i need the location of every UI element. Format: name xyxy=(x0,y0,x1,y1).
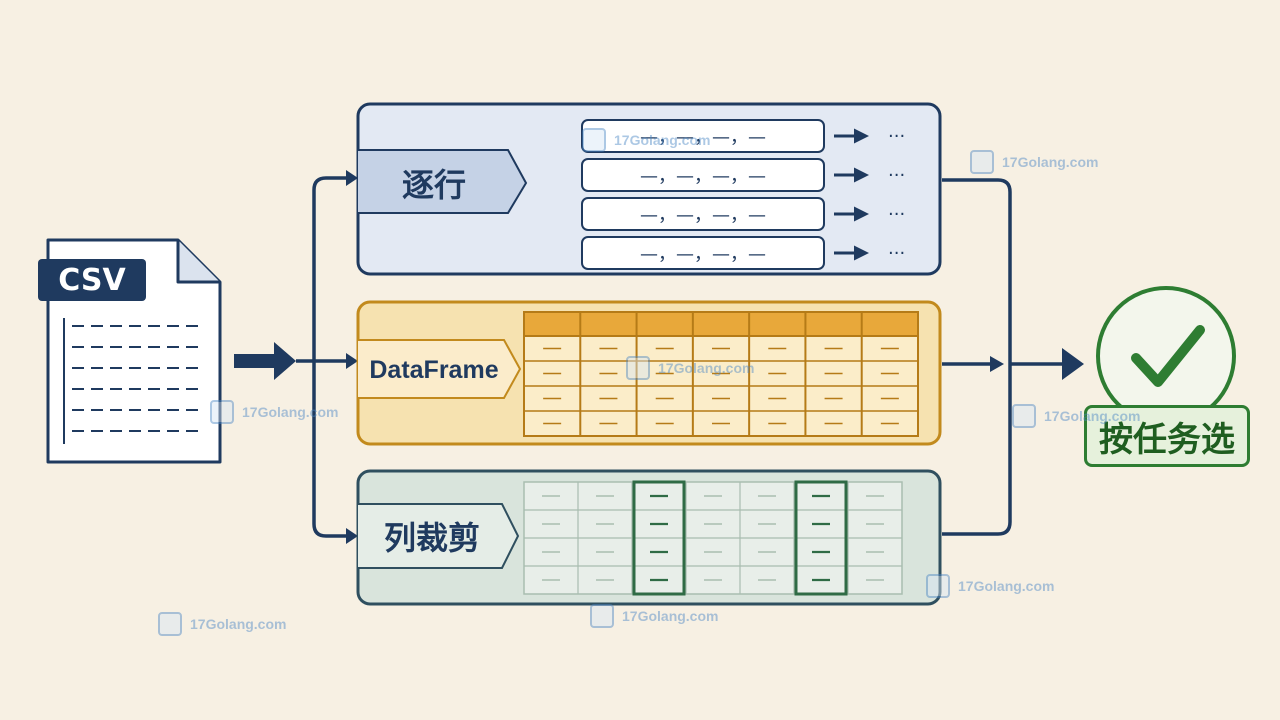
dataframe-table xyxy=(523,311,919,437)
fan-out-arrowheads xyxy=(346,170,358,544)
column-method-label: 列裁剪 xyxy=(383,519,480,557)
selected-column xyxy=(794,480,848,596)
dataframe-method-label: DataFrame xyxy=(369,355,499,384)
csv-file-lines xyxy=(72,325,204,432)
row-record-text: —，—，—，— xyxy=(640,205,766,226)
row-method-label: 逐行 xyxy=(401,166,466,204)
row-ellipsis: ··· xyxy=(888,126,905,147)
row-record xyxy=(581,158,825,192)
row-record xyxy=(581,119,825,153)
result-arrow-icon xyxy=(1062,348,1084,380)
fan-out-connector xyxy=(296,176,354,538)
row-records: —，—，—，— ··· —，—，—，— ··· —，—，—，— ··· —，—，—，— ··· xyxy=(581,119,905,270)
row-ellipsis: ··· xyxy=(888,204,905,225)
column-table xyxy=(523,480,903,596)
row-record-text: —，—，—，— xyxy=(640,166,766,187)
row-record xyxy=(581,197,825,231)
row-ellipsis: ··· xyxy=(888,243,905,264)
column-method-box xyxy=(356,469,942,606)
selected-column xyxy=(632,480,686,596)
result-label: 按任务选 xyxy=(1084,405,1250,467)
csv-output-arrow-icon xyxy=(234,342,296,380)
row-record-text: —，—，—，— xyxy=(640,127,766,148)
merge-arrowhead-icon xyxy=(990,356,1004,372)
row-method-box: —，—，—，— ··· —，—，—，— ··· —，—，—，— ··· —，—，—，— ··· xyxy=(356,102,942,276)
check-circle-icon xyxy=(1096,286,1236,426)
merge-connector xyxy=(942,178,1064,536)
dataframe-header xyxy=(523,311,919,337)
dataframe-method-box xyxy=(356,300,942,446)
row-ellipsis: ··· xyxy=(888,165,905,186)
csv-file-tag: CSV xyxy=(38,259,146,301)
row-record-text: —，—，—，— xyxy=(640,244,766,265)
row-record xyxy=(581,236,825,270)
